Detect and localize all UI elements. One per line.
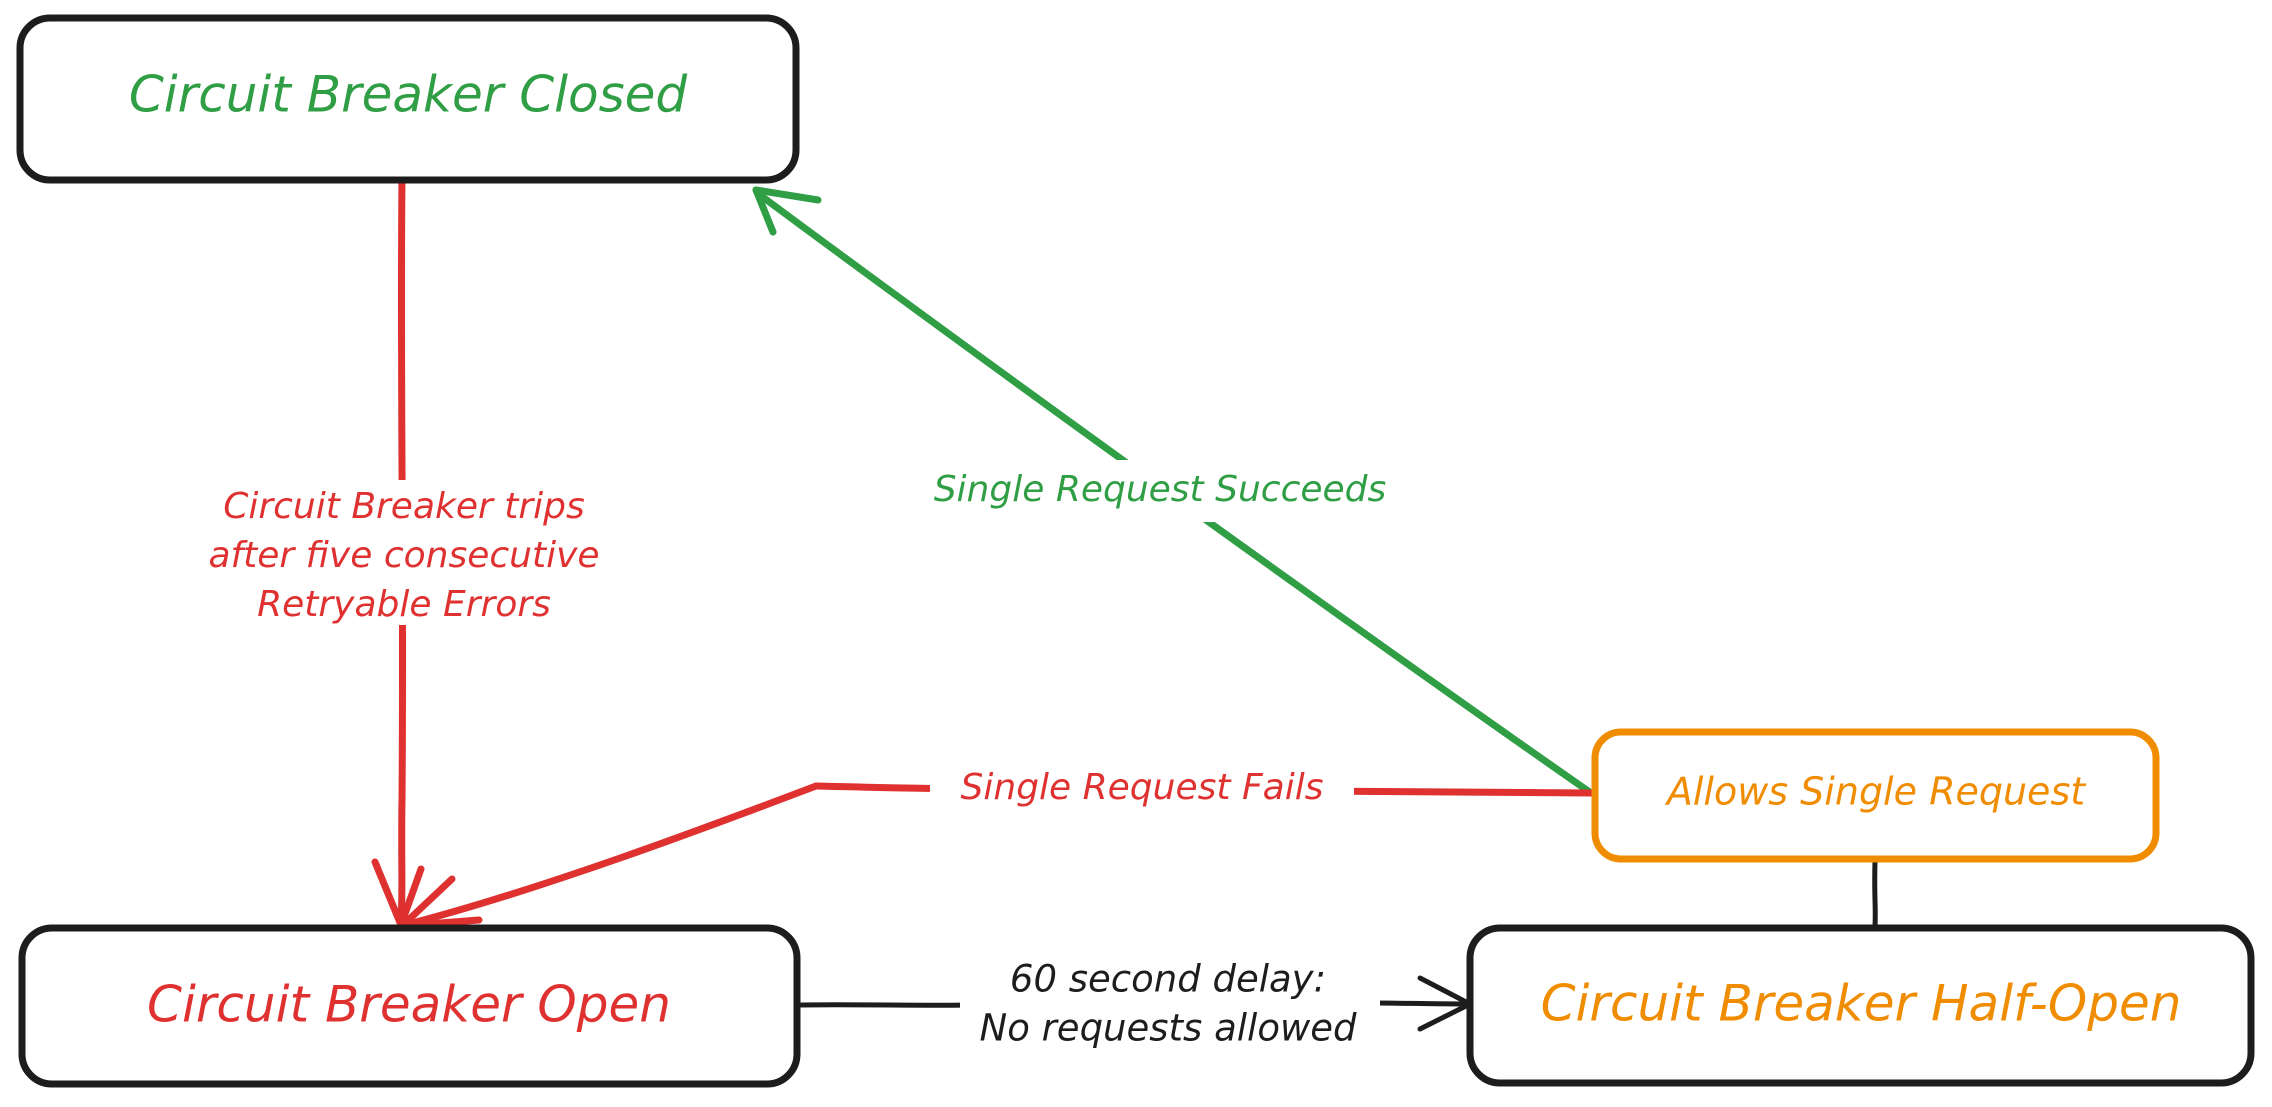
node-allows-label: Allows Single Request — [1664, 770, 2087, 814]
edge-allows-to-closed-line — [756, 191, 1595, 797]
edge-label-allows-to-open-text: Single Request Fails — [961, 767, 1324, 808]
edge-label-allows-to-closed: Single Request Succeeds — [912, 460, 1408, 522]
edge-closed-to-open-arrowhead-left — [371, 858, 405, 929]
edge-closed-to-open-line — [397, 176, 407, 926]
node-halfopen-rect[interactable] — [1466, 924, 2255, 1087]
edge-label-closed-to-open-backdrop — [178, 480, 630, 625]
edge-allows-to-closed-arrowhead-lower — [752, 186, 777, 236]
edge-label-closed-to-open-line2: after five consecutive — [208, 535, 599, 576]
edge-label-closed-to-open: Circuit Breaker trips after five consecu… — [178, 480, 630, 625]
edge-open-to-halfopen-arrowhead-upper — [1417, 975, 1473, 1007]
edge-open-to-halfopen-arrowhead-lower — [1417, 1001, 1473, 1032]
edge-closed-to-open-arrowhead-right — [397, 865, 425, 929]
edge-label-allows-to-open: Single Request Fails — [930, 760, 1354, 820]
node-circuit-breaker-open[interactable]: Circuit Breaker Open — [18, 924, 801, 1088]
edge-open-to-halfopen-left-stub — [797, 1002, 971, 1008]
edge-label-allows-to-closed-text: Single Request Succeeds — [934, 469, 1387, 510]
edge-label-open-to-halfopen: 60 second delay: No requests allowed — [960, 950, 1380, 1060]
edge-label-open-to-halfopen-backdrop — [960, 950, 1380, 1060]
node-closed-rect[interactable] — [16, 14, 800, 184]
node-allows-rect[interactable] — [1591, 728, 2160, 863]
edge-label-closed-to-open-line1: Circuit Breaker trips — [223, 486, 585, 527]
edge-label-closed-to-open-line3: Retryable Errors — [257, 584, 551, 625]
edge-halfopen-to-allows-line — [1872, 857, 1878, 929]
node-allows-single-request[interactable]: Allows Single Request — [1591, 728, 2160, 863]
edge-label-allows-to-open-backdrop — [930, 760, 1354, 820]
edge-label-open-to-halfopen-line2: No requests allowed — [980, 1007, 1357, 1050]
edge-allows-to-closed — [752, 186, 1595, 797]
edge-allows-to-open-arrowhead-lower — [398, 875, 456, 930]
node-circuit-breaker-closed[interactable]: Circuit Breaker Closed — [16, 14, 800, 184]
edge-allows-to-open-diagonal-segment — [401, 782, 820, 929]
edge-halfopen-to-allows — [1872, 857, 1878, 929]
node-open-label: Circuit Breaker Open — [147, 976, 671, 1034]
node-halfopen-label: Circuit Breaker Half-Open — [1541, 975, 2182, 1033]
node-circuit-breaker-half-open[interactable]: Circuit Breaker Half-Open — [1466, 924, 2255, 1087]
edge-open-to-halfopen-right-stub — [1372, 1000, 1471, 1007]
edge-open-to-halfopen — [797, 975, 1473, 1032]
edge-label-open-to-halfopen-line1: 60 second delay: — [1010, 958, 1326, 1001]
edge-closed-to-open — [371, 176, 425, 929]
edge-allows-to-closed-arrowhead-upper — [752, 186, 822, 204]
node-closed-label: Circuit Breaker Closed — [129, 66, 688, 124]
node-open-rect[interactable] — [18, 924, 801, 1088]
edge-label-allows-to-closed-backdrop — [912, 460, 1408, 522]
